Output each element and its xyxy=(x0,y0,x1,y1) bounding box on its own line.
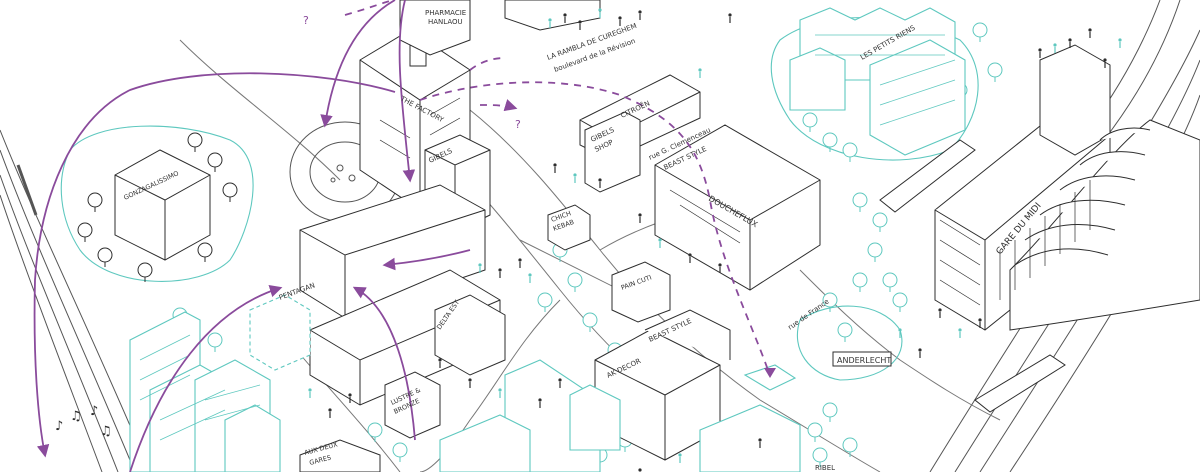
tree-3 xyxy=(137,262,153,278)
tree-23 xyxy=(882,272,898,288)
tree-9 xyxy=(567,272,583,288)
pedestrian-32 xyxy=(348,393,352,403)
tree-39 xyxy=(392,442,408,458)
pedestrian-26 xyxy=(468,378,472,388)
pedestrian-31 xyxy=(328,408,332,418)
tree-17 xyxy=(807,422,823,438)
tree-28 xyxy=(802,112,818,128)
pedestrian-29 xyxy=(558,378,562,388)
pedestrian-0 xyxy=(548,18,552,28)
pedestrian-11 xyxy=(1088,28,1092,38)
label-pharmacie-2: HANLAOU xyxy=(428,18,463,26)
pedestrian-39 xyxy=(678,453,682,463)
tree-6 xyxy=(207,152,223,168)
pedestrian-15 xyxy=(573,173,577,183)
teal-buildings xyxy=(129,7,966,472)
tree-2 xyxy=(97,247,113,263)
tree-32 xyxy=(987,62,1003,78)
purple-dashed-routes xyxy=(344,0,769,371)
pedestrian-8 xyxy=(1038,48,1042,58)
pedestrian-37 xyxy=(978,318,982,328)
tree-31 xyxy=(972,22,988,38)
pedestrian-10 xyxy=(1068,38,1072,48)
tree-24 xyxy=(852,272,868,288)
pedestrian-14 xyxy=(553,163,557,173)
pedestrian-28 xyxy=(538,398,542,408)
tree-26 xyxy=(837,322,853,338)
pedestrian-13 xyxy=(1103,58,1107,68)
pedestrian-23 xyxy=(518,258,522,268)
pedestrian-4 xyxy=(618,16,622,26)
svg-text:♪: ♪ xyxy=(90,404,98,419)
tree-18 xyxy=(842,437,858,453)
pedestrian-33 xyxy=(898,328,902,338)
pedestrian-18 xyxy=(658,238,662,248)
tree-11 xyxy=(582,312,598,328)
tree-30 xyxy=(842,142,858,158)
svg-text:♫: ♫ xyxy=(100,424,112,439)
pedestrian-40 xyxy=(758,438,762,448)
tree-5 xyxy=(222,182,238,198)
pedestrian-9 xyxy=(1053,43,1057,53)
destination-marker xyxy=(764,368,776,378)
pedestrian-38 xyxy=(638,468,642,472)
pedestrian-22 xyxy=(498,268,502,278)
tree-29 xyxy=(822,132,838,148)
pedestrian-12 xyxy=(1118,38,1122,48)
pedestrian-6 xyxy=(698,68,702,78)
pedestrian-1 xyxy=(563,13,567,23)
label-pharmacie: PHARMACIE xyxy=(425,9,466,17)
pedestrian-5 xyxy=(638,10,642,20)
pedestrian-20 xyxy=(718,263,722,273)
question-mark-1: ? xyxy=(303,14,309,27)
pedestrian-34 xyxy=(918,348,922,358)
pedestrian-36 xyxy=(958,328,962,338)
label-ribel: RIBEL xyxy=(815,464,835,472)
tree-22 xyxy=(867,242,883,258)
tree-27 xyxy=(892,292,908,308)
pedestrian-7 xyxy=(728,13,732,23)
tree-21 xyxy=(872,212,888,228)
tree-4 xyxy=(197,242,213,258)
tree-0 xyxy=(87,192,103,208)
music-notes: ♪♫♪♫ xyxy=(55,404,112,439)
railway-left xyxy=(0,129,151,472)
question-mark-2: ? xyxy=(515,118,521,131)
pedestrian-3 xyxy=(598,8,602,18)
pedestrian-2 xyxy=(578,20,582,30)
purple-routes xyxy=(33,0,471,472)
window-details xyxy=(379,97,1091,306)
tree-20 xyxy=(852,192,868,208)
tree-38 xyxy=(367,422,383,438)
pedestrian-27 xyxy=(498,388,502,398)
tree-1 xyxy=(77,222,93,238)
svg-text:♫: ♫ xyxy=(70,409,82,424)
tree-19 xyxy=(812,447,828,463)
tree-25 xyxy=(822,292,838,308)
pedestrian-24 xyxy=(528,273,532,283)
label-anderlecht: ANDERLECHT xyxy=(837,356,891,365)
pedestrians xyxy=(308,8,1122,472)
label-rue-de-france: rue de France xyxy=(787,297,831,331)
question-marks: ? ? xyxy=(303,14,521,131)
pedestrian-30 xyxy=(308,388,312,398)
tree-35 xyxy=(207,332,223,348)
pedestrian-17 xyxy=(638,213,642,223)
pedestrian-19 xyxy=(688,253,692,263)
pedestrian-16 xyxy=(598,178,602,188)
tree-16 xyxy=(822,402,838,418)
pedestrian-25 xyxy=(438,358,442,368)
pedestrian-21 xyxy=(478,263,482,273)
teal-windows xyxy=(139,34,956,441)
tree-10 xyxy=(537,292,553,308)
ink-buildings xyxy=(114,0,1200,472)
tree-7 xyxy=(187,132,203,148)
svg-text:♪: ♪ xyxy=(55,419,63,434)
pedestrian-35 xyxy=(938,308,942,318)
